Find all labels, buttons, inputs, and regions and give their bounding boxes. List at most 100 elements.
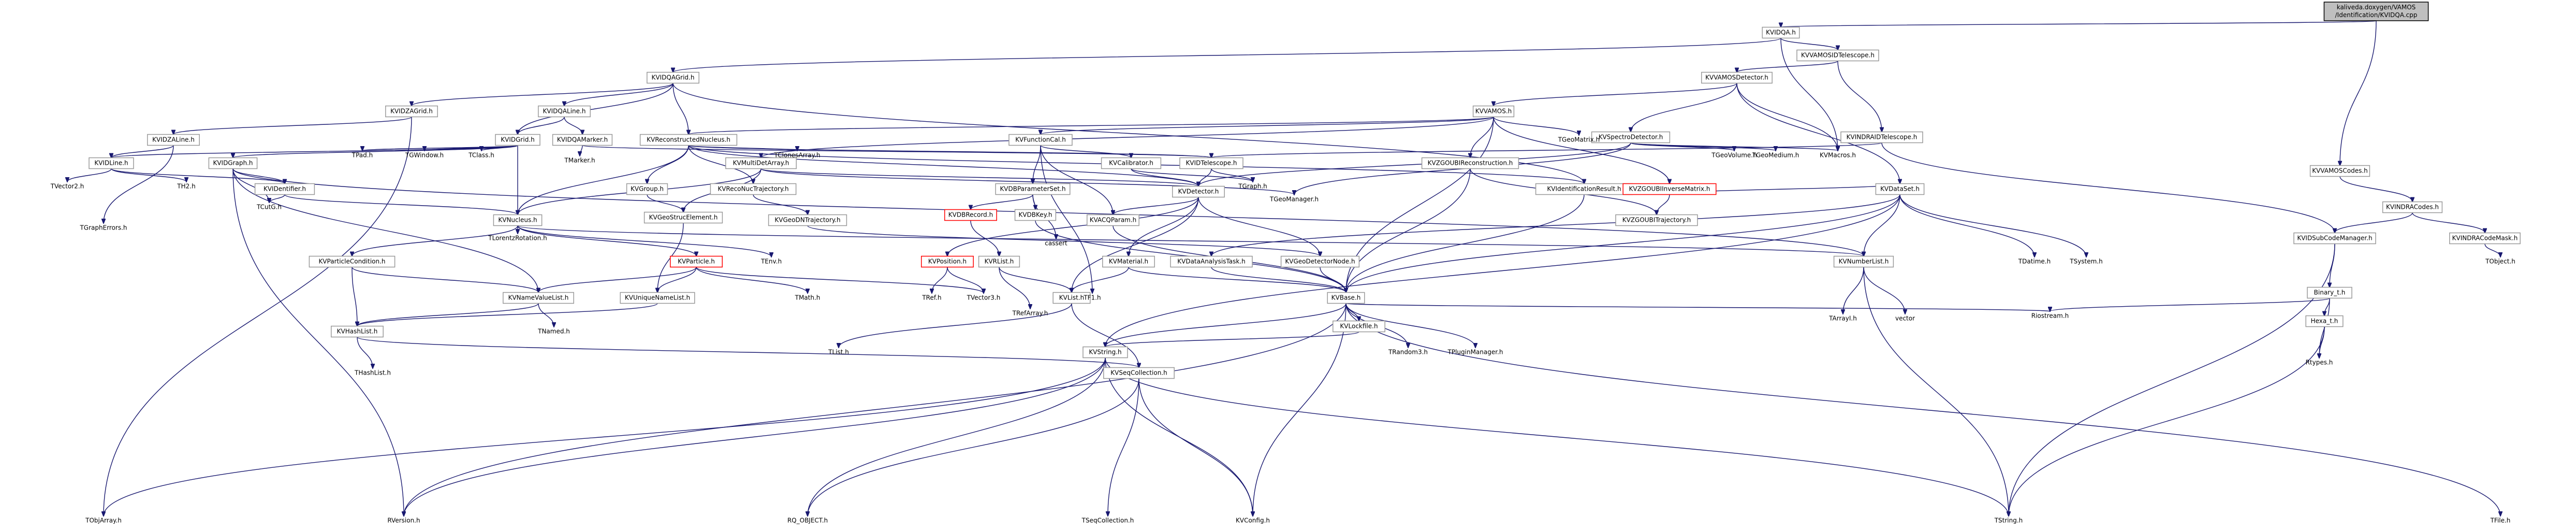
- node-label: TNamed.h: [537, 328, 570, 335]
- edge-KVIDQAMarker-to-KVIDTelescope: [582, 145, 1211, 158]
- node-KVVAMOSDetector[interactable]: KVVAMOSDetector.h: [1701, 71, 1773, 84]
- node-KVSeqCollection[interactable]: KVSeqCollection.h: [1103, 367, 1175, 379]
- node-KVCalibrator[interactable]: KVCalibrator.h: [1101, 157, 1162, 169]
- edge-KVParticleCondition-to-KVHashList: [352, 267, 357, 326]
- node-cassert: cassert: [1045, 240, 1067, 247]
- node-KVIDTelescope[interactable]: KVIDTelescope.h: [1179, 157, 1243, 169]
- node-KVIDQALine[interactable]: KVIDQALine.h: [538, 105, 591, 118]
- node-box: [768, 214, 847, 226]
- node-KVINDRAIDTelescope[interactable]: KVINDRAIDTelescope.h: [1840, 131, 1923, 144]
- node-KVINDRACodeMask[interactable]: KVINDRACodeMask.h: [2449, 232, 2521, 245]
- node-Binary_t[interactable]: Binary_t.h: [2307, 287, 2352, 299]
- node-label: KVDBRecord.h: [948, 211, 993, 219]
- node-KVFunctionCal[interactable]: KVFunctionCal.h: [1008, 134, 1073, 146]
- node-KVRecoNucTrajectory[interactable]: KVRecoNucTrajectory.h: [710, 183, 797, 195]
- edge-KVBase-to-Riostream: [1345, 303, 2050, 312]
- node-label: KVReconstructedNucleus.h: [647, 136, 730, 144]
- node-KVList[interactable]: KVList.h: [1052, 292, 1091, 304]
- node-KVGroup[interactable]: KVGroup.h: [626, 183, 668, 195]
- node-box: [309, 255, 396, 268]
- edge-KVIDQA-to-KVIDQAGrid: [673, 37, 1781, 73]
- node-KVReconstructedNucleus[interactable]: KVReconstructedNucleus.h: [639, 134, 738, 146]
- node-KVGeoStrucElement[interactable]: KVGeoStrucElement.h: [643, 211, 723, 224]
- node-KVMultiDetArray[interactable]: KVMultiDetArray.h: [725, 157, 797, 169]
- node-label: TRandom3.h: [1388, 349, 1428, 356]
- node-KVUniqueNameList[interactable]: KVUniqueNameList.h: [620, 292, 695, 304]
- node-KVDataSet[interactable]: KVDataSet.h: [1875, 183, 1925, 195]
- node-RQ_OBJECT: RQ_OBJECT.h: [787, 517, 828, 524]
- node-box: [147, 134, 200, 146]
- node-Hexa_t[interactable]: Hexa_t.h: [2305, 315, 2344, 327]
- node-KVString[interactable]: KVString.h: [1082, 346, 1128, 359]
- node-TEnv: TEnv.h: [760, 258, 782, 265]
- node-KVVAMOSCodes[interactable]: KVVAMOSCodes.h: [2309, 165, 2370, 177]
- node-KVLockfile[interactable]: KVLockfile.h: [1333, 320, 1385, 333]
- node-KVNucleus[interactable]: KVNucleus.h: [493, 214, 543, 226]
- edge-KVDataSet-to-KVBase: [1346, 194, 1900, 293]
- node-KVIDGraph[interactable]: KVIDGraph.h: [208, 157, 258, 169]
- edge-KVIDSubCodeManager-to-TString: [2009, 243, 2335, 517]
- node-KVGeoDNTrajectory[interactable]: KVGeoDNTrajectory.h: [768, 214, 847, 226]
- node-box: [2449, 232, 2521, 245]
- node-KVIDQAMarker[interactable]: KVIDQAMarker.h: [552, 134, 613, 146]
- node-KVIDZAGrid[interactable]: KVIDZAGrid.h: [385, 105, 438, 118]
- node-KVMaterial[interactable]: KVMaterial.h: [1102, 255, 1155, 268]
- node-root[interactable]: kaliveda.doxygen/VAMOS/Identification/KV…: [2323, 2, 2429, 21]
- node-TRefArray: TRefArray.h: [1012, 310, 1048, 317]
- node-KVDBRecord[interactable]: KVDBRecord.h: [944, 209, 997, 221]
- node-KVParticle[interactable]: KVParticle.h: [670, 255, 723, 268]
- node-label: KVIDentifier.h: [264, 185, 306, 193]
- node-KVIdentificationResult[interactable]: KVIdentificationResult.h: [1535, 183, 1633, 195]
- node-KVBase[interactable]: KVBase.h: [1327, 292, 1365, 304]
- edge-root-to-KVIDQA: [1781, 20, 2377, 27]
- node-label: KVIDQAGrid.h: [652, 74, 695, 81]
- node-KVRList[interactable]: KVRList.h: [978, 255, 1020, 268]
- node-KVIDQA[interactable]: KVIDQA.h: [1762, 26, 1800, 39]
- node-KVIDLine[interactable]: KVIDLine.h: [89, 157, 134, 169]
- node-label: KVDBKey.h: [1018, 211, 1052, 219]
- edge-KVString-to-RQ_OBJECT: [808, 357, 1106, 517]
- node-KVIDSubCodeManager[interactable]: KVIDSubCodeManager.h: [2293, 232, 2376, 245]
- node-KVZGOUBIReconstruction[interactable]: KVZGOUBIReconstruction.h: [1421, 157, 1519, 169]
- edge-KVString-to-RVersion: [404, 357, 1106, 517]
- edge-KVBase-to-RVersion: [404, 303, 1346, 517]
- node-KVPosition[interactable]: KVPosition.h: [921, 255, 974, 268]
- edge-KVSeqCollection-to-RQ_OBJECT: [808, 378, 1139, 517]
- node-KVDBParameterSet[interactable]: KVDBParameterSet.h: [995, 183, 1071, 195]
- edge-KVVAMOS-to-TGeoMatrix: [1493, 117, 1579, 136]
- node-KVDataAnalysisTask[interactable]: KVDataAnalysisTask.h: [1170, 255, 1253, 268]
- edge-KVVAMOSCodes-to-KVINDRACodes: [2339, 176, 2412, 202]
- node-KVZGOUBITrajectory[interactable]: KVZGOUBITrajectory.h: [1615, 214, 1698, 226]
- node-label: KVGeoStrucElement.h: [649, 214, 718, 221]
- edge-KVIDGraph-to-RVersion: [232, 168, 404, 517]
- node-KVDBKey[interactable]: KVDBKey.h: [1014, 209, 1057, 221]
- node-label: KVString.h: [1089, 349, 1121, 356]
- edge-KVSpectroDetector-to-KVMacros: [1630, 142, 1838, 151]
- node-KVNumberList[interactable]: KVNumberList.h: [1833, 255, 1894, 268]
- node-KVParticleCondition[interactable]: KVParticleCondition.h: [309, 255, 396, 268]
- edge-KVIDZALine-to-KVIDLine: [111, 145, 174, 158]
- node-KVIDQAGrid[interactable]: KVIDQAGrid.h: [647, 71, 699, 84]
- node-box: [538, 105, 591, 118]
- node-KVACQParam[interactable]: KVACQParam.h: [1087, 214, 1139, 226]
- node-KVVAMOS[interactable]: KVVAMOS.h: [1472, 105, 1515, 118]
- node-KVZGOUBIInverseMatrix[interactable]: KVZGOUBIInverseMatrix.h: [1622, 183, 1717, 195]
- node-KVSpectroDetector[interactable]: KVSpectroDetector.h: [1591, 131, 1671, 144]
- edge-KVGeoDetectorNode-to-KVBase: [1320, 267, 1346, 293]
- node-box: [503, 292, 574, 304]
- node-label: TList.h: [828, 349, 849, 356]
- node-KVIDZALine[interactable]: KVIDZALine.h: [147, 134, 200, 146]
- edge-KVVAMOSDetector-to-KVVAMOS: [1494, 82, 1737, 106]
- edge-KVIDGrid-to-TClass: [481, 145, 518, 151]
- node-KVDetector[interactable]: KVDetector.h: [1172, 185, 1225, 198]
- node-KVHashList[interactable]: KVHashList.h: [331, 325, 384, 338]
- node-KVIDentifier[interactable]: KVIDentifier.h: [254, 183, 315, 195]
- node-Rtypes: Rtypes.h: [2306, 359, 2333, 366]
- edge-KVPosition-to-TRef: [932, 267, 948, 294]
- edge-KVDetector-to-KVPosition: [947, 197, 1199, 256]
- node-KVVAMOSIDTelescope[interactable]: KVVAMOSIDTelescope.h: [1796, 49, 1879, 62]
- node-KVNameValueList[interactable]: KVNameValueList.h: [503, 292, 574, 304]
- node-KVIDGrid[interactable]: KVIDGrid.h: [495, 134, 540, 146]
- node-KVINDRACodes[interactable]: KVINDRACodes.h: [2382, 201, 2443, 213]
- node-KVGeoDetectorNode[interactable]: KVGeoDetectorNode.h: [1280, 255, 1360, 268]
